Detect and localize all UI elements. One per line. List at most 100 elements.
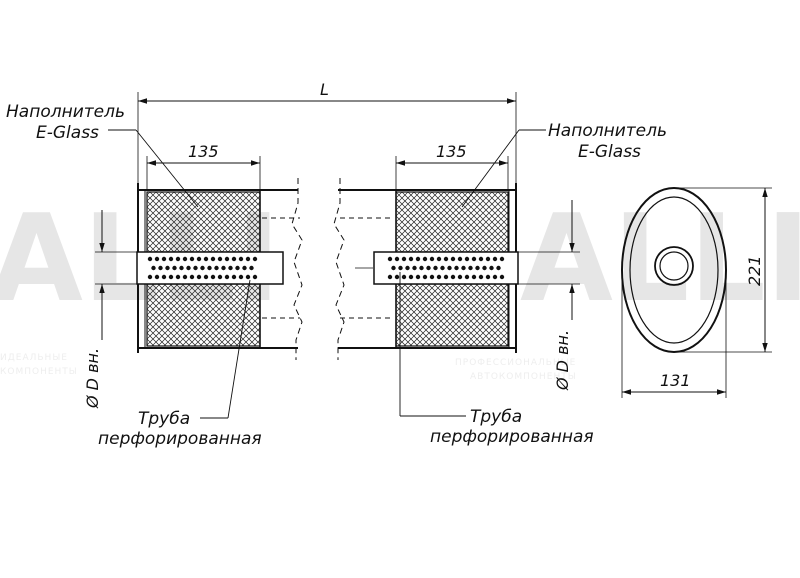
watermark-tagline-left-1: ИДЕАЛЬНЫЕ — [0, 353, 68, 363]
perforation-hole — [210, 256, 216, 262]
perforation-hole — [175, 274, 181, 280]
perforation-hole — [499, 256, 505, 262]
break-line-left — [291, 178, 303, 360]
perforation-hole — [499, 274, 505, 280]
perforation-hole — [478, 274, 484, 280]
perforation-hole — [387, 256, 393, 262]
pipe-right-line1: Труба — [470, 407, 522, 427]
break-line-right — [333, 178, 345, 360]
perforation-hole — [179, 265, 184, 271]
watermark-tagline-right-1: ПРОФЕССИОНАЛЬНЫЕ — [455, 358, 576, 368]
perforation-hole — [492, 256, 498, 262]
filler-block-left-bottom — [146, 283, 261, 347]
perforation-hole — [224, 256, 230, 262]
label-filler-left: Наполнитель E-Glass — [6, 102, 199, 208]
filler-block-right-bottom — [395, 283, 509, 347]
perforation-hole — [394, 274, 400, 280]
perforation-hole — [217, 256, 223, 262]
oval-pipe-outer — [654, 246, 694, 286]
perforation-hole — [161, 274, 167, 280]
perforation-hole — [394, 256, 400, 262]
filler-left-line2: E-Glass — [36, 123, 99, 143]
perforation-hole — [182, 274, 188, 280]
perforation-hole — [154, 274, 160, 280]
perforation-hole — [440, 265, 445, 271]
perforation-hole — [485, 274, 491, 280]
perforation-hole — [203, 274, 209, 280]
perforation-hole — [471, 256, 477, 262]
perforation-hole — [464, 256, 470, 262]
perforation-hole — [464, 274, 470, 280]
perforation-hole — [172, 265, 177, 271]
perforation-hole — [151, 265, 156, 271]
dimension-inner-diameter-right: Ø D вн. — [518, 200, 580, 391]
perforation-hole — [475, 265, 480, 271]
dimension-overall-length: L — [137, 80, 517, 183]
pipe-perforations-right — [387, 256, 505, 280]
perforation-hole — [422, 256, 428, 262]
perforation-hole — [161, 256, 167, 262]
dimension-221-value: 221 — [745, 255, 764, 286]
watermark-tagline-right-2: АВТОКОМПОНЕНТЫ — [470, 372, 577, 382]
perforation-hole — [245, 256, 251, 262]
leader-filler-right-b — [461, 129, 520, 208]
perforation-hole — [443, 256, 449, 262]
perforation-hole — [457, 256, 463, 262]
perforation-hole — [436, 274, 442, 280]
perforation-hole — [182, 256, 188, 262]
perforation-hole — [401, 274, 407, 280]
pipe-left-line1: Труба — [138, 409, 190, 429]
perforation-hole — [147, 256, 153, 262]
perforation-hole — [457, 274, 463, 280]
perforation-hole — [415, 256, 421, 262]
perforation-hole — [398, 265, 403, 271]
dimension-filler-right: 135 — [395, 142, 509, 190]
perforation-hole — [461, 265, 466, 271]
perforation-hole — [207, 265, 212, 271]
filler-right-line2: E-Glass — [578, 142, 641, 162]
perforation-hole — [203, 256, 209, 262]
perforation-hole — [489, 265, 494, 271]
perforation-hole — [412, 265, 417, 271]
muffler-left-half — [136, 178, 303, 360]
perforation-hole — [200, 265, 205, 271]
perforation-hole — [471, 274, 477, 280]
perforation-hole — [186, 265, 191, 271]
perforation-hole — [492, 274, 498, 280]
perforation-hole — [196, 256, 202, 262]
oval-inner — [629, 196, 719, 344]
filler-right-line1: Наполнитель — [548, 121, 667, 141]
filler-left-line1: Наполнитель — [6, 102, 125, 122]
perforation-hole — [228, 265, 233, 271]
perforation-hole — [429, 256, 435, 262]
perforation-hole — [214, 265, 219, 271]
perforation-hole — [217, 274, 223, 280]
perforation-hole — [245, 274, 251, 280]
perforation-hole — [231, 256, 237, 262]
perforation-hole — [154, 256, 160, 262]
dimension-filler-left: 135 — [146, 142, 261, 190]
perforation-hole — [231, 274, 237, 280]
dimension-d-left-value: Ø D вн. — [83, 348, 102, 409]
perforation-hole — [468, 265, 473, 271]
dimension-135-right-value: 135 — [436, 142, 467, 161]
perforation-hole — [485, 256, 491, 262]
perforation-hole — [242, 265, 247, 271]
perforation-hole — [175, 256, 181, 262]
pipe-right-line2: перфорированная — [430, 427, 594, 447]
perforation-hole — [196, 274, 202, 280]
dimension-L-value: L — [320, 80, 329, 99]
label-pipe-left: Труба перфорированная — [98, 279, 262, 449]
perforation-hole — [147, 274, 153, 280]
pipe-left-line2: перфорированная — [98, 429, 262, 449]
perforation-hole — [450, 274, 456, 280]
perforation-hole — [478, 256, 484, 262]
oval-outer — [621, 187, 727, 353]
leader-filler-left-b — [135, 129, 199, 208]
perforation-hole — [165, 265, 170, 271]
perforation-hole — [252, 256, 258, 262]
perforation-hole — [189, 274, 195, 280]
label-filler-right: Наполнитель E-Glass — [461, 121, 667, 208]
perforation-hole — [454, 265, 459, 271]
perforation-hole — [443, 274, 449, 280]
